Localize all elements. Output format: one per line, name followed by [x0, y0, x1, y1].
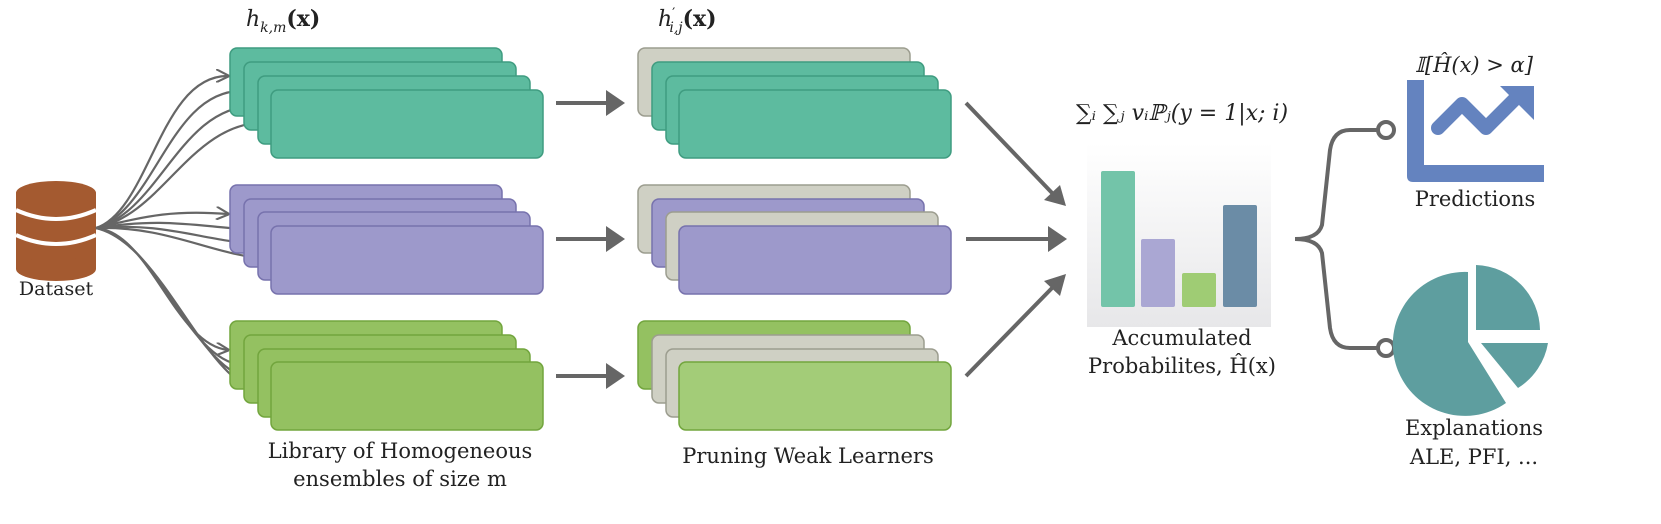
predictions-formula: 𝕀[Ĥ(x) > α] — [1415, 53, 1534, 77]
dataset-icon — [15, 181, 97, 281]
accumulated-caption-line1: Accumulated — [1111, 326, 1251, 350]
library-formula: hk,m(x) — [246, 6, 320, 36]
pruning-caption: Pruning Weak Learners — [682, 444, 934, 468]
pruning-to-accumulator-arrows — [964, 101, 1067, 378]
pruning-teal-stack — [637, 47, 952, 159]
pruning-green-stack — [637, 320, 952, 431]
accumulated-formula: ∑ᵢ ∑ⱼ vᵢℙⱼ(y = 1|x; i) — [1076, 101, 1288, 126]
explanations-label-line1: Explanations — [1405, 416, 1543, 440]
accumulated-caption-line2: Probabilites, Ĥ(x) — [1088, 354, 1276, 378]
library-teal-stack — [229, 47, 544, 159]
accumulated-bar-chart-icon — [1087, 143, 1271, 327]
library-green-stack — [229, 320, 544, 431]
explanations-label-line2: ALE, PFI, ... — [1409, 445, 1538, 469]
output-brace — [1294, 120, 1396, 358]
library-caption-line2: ensembles of size m — [293, 467, 507, 491]
pruning-purple-stack — [637, 184, 952, 295]
library-caption-line1: Library of Homogeneous — [268, 439, 533, 463]
pie-chart-icon — [1392, 265, 1548, 416]
pruning-formula: h′i,j(x) — [658, 6, 717, 36]
predictions-label: Predictions — [1415, 187, 1536, 211]
trend-up-chart-icon — [1407, 80, 1544, 182]
dataset-label: Dataset — [19, 278, 94, 300]
library-to-pruning-arrows — [556, 90, 625, 389]
library-purple-stack — [229, 184, 544, 295]
